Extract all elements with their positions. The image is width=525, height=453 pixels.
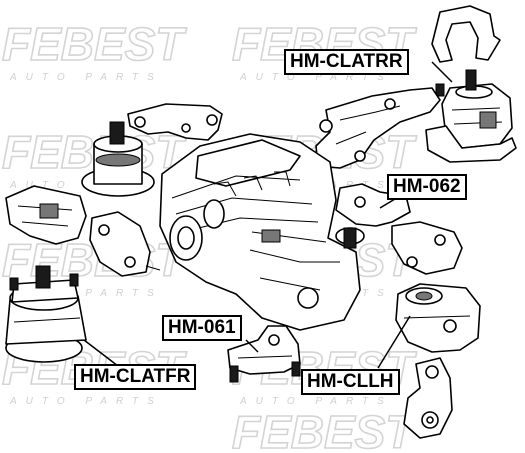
watermark-sub: AUTO PARTS — [9, 72, 163, 83]
watermark-sub: AUTO PARTS — [239, 396, 393, 407]
engine-block — [159, 133, 361, 331]
side-mount-part — [395, 283, 481, 353]
watermark-sub: AUTO PARTS — [9, 180, 163, 191]
watermark-sub: AUTO PARTS — [239, 72, 393, 83]
label-hm-cllh: HM-CLLH — [301, 369, 400, 395]
rear-bracket-part — [315, 87, 441, 169]
upper-left-bracket-part — [127, 103, 223, 141]
small-mount-part — [89, 211, 161, 277]
lower-right-bracket-part — [403, 357, 453, 439]
rear-mount-part — [425, 69, 517, 163]
upper-bracket-part — [431, 5, 501, 63]
watermark-sub: AUTO PARTS — [9, 288, 163, 299]
front-mount-part — [5, 265, 87, 363]
watermark-logo: FEBEST — [2, 18, 187, 70]
watermark-sub: AUTO PARTS — [9, 396, 163, 407]
left-strap-bracket-part — [5, 185, 87, 245]
cylindrical-mount-part — [81, 121, 155, 197]
watermark-logo: FEBEST — [232, 406, 417, 453]
hm-061-part — [227, 325, 301, 383]
label-hm-clatrr: HM-CLATRR — [284, 49, 409, 75]
label-hm-clatfr: HM-CLATFR — [74, 364, 197, 390]
right-side-bracket-part — [391, 221, 463, 275]
label-hm-062: HM-062 — [387, 174, 467, 200]
label-hm-061: HM-061 — [162, 315, 242, 341]
